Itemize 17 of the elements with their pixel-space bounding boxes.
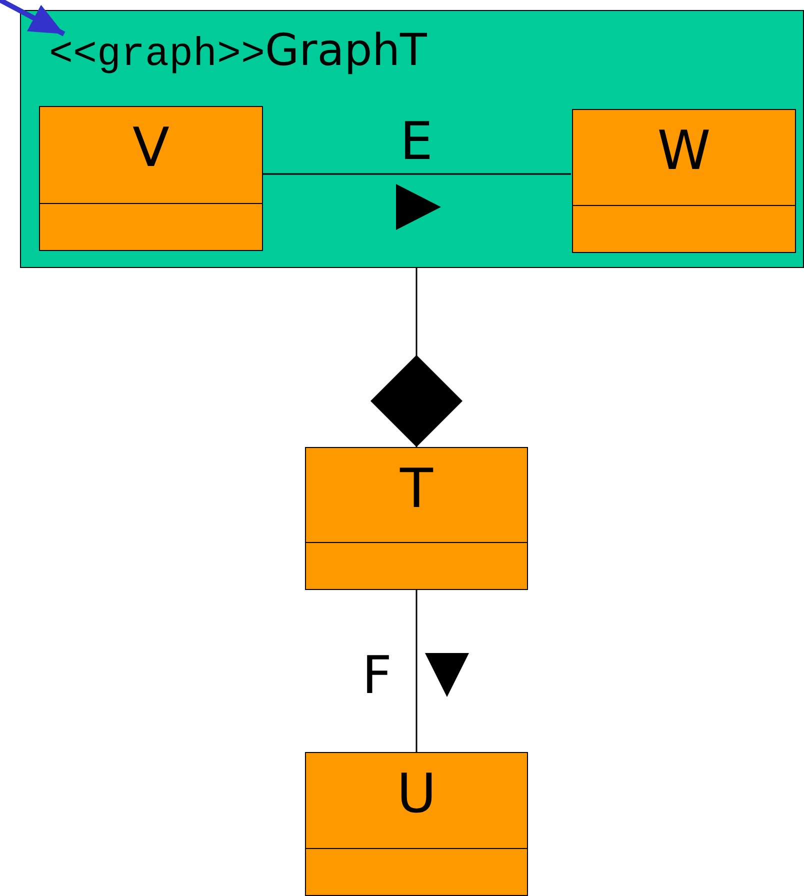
edge-label: F bbox=[362, 650, 392, 702]
class-name: V bbox=[132, 121, 170, 175]
class-box bbox=[305, 752, 528, 896]
class-box bbox=[39, 106, 263, 251]
association-line bbox=[416, 590, 418, 752]
composition-line bbox=[370, 268, 462, 447]
package-frame bbox=[20, 10, 804, 268]
package-name: GraphT bbox=[265, 25, 427, 76]
class-box bbox=[305, 447, 528, 590]
arrow bbox=[0, 0, 66, 36]
stereotype: <<graph>> bbox=[49, 33, 266, 78]
association-line bbox=[262, 173, 571, 175]
class-name: W bbox=[656, 124, 712, 178]
class-name: U bbox=[396, 767, 438, 821]
edge-label: E bbox=[400, 116, 433, 168]
class-box bbox=[572, 109, 796, 253]
class-name: T bbox=[398, 462, 434, 516]
